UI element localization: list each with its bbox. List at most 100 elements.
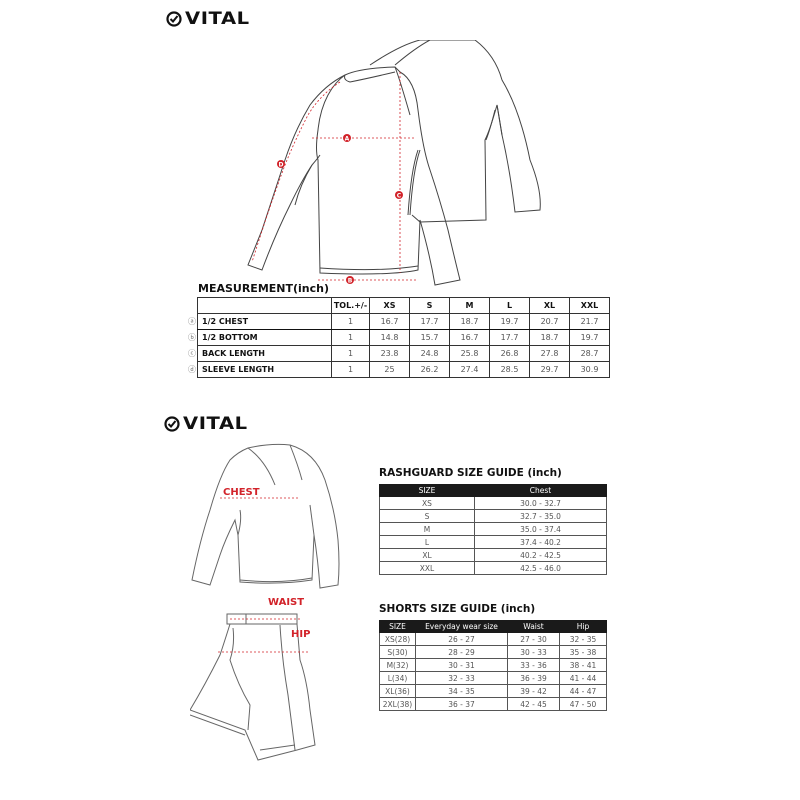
cell: 44 - 47 <box>559 684 607 698</box>
brand-logo-top: VITAL <box>166 9 249 29</box>
cell: 32 - 35 <box>559 632 607 646</box>
cell: XS <box>379 496 475 510</box>
column-header: XXL <box>569 297 610 314</box>
cell: 25.8 <box>449 345 490 362</box>
cell: S(30) <box>379 645 416 659</box>
rashguard-measurement-diagram: A B C D <box>247 40 541 286</box>
cell: 17.7 <box>489 329 530 346</box>
cell: 42 - 45 <box>507 697 560 711</box>
brand-logo-bottom: VITAL <box>164 414 247 434</box>
marker-d: D <box>277 160 285 169</box>
cell: 30.9 <box>569 361 610 378</box>
cell: 34 - 35 <box>415 684 508 698</box>
column-header: S <box>409 297 450 314</box>
cell: 23.8 <box>369 345 410 362</box>
column-header: SIZE <box>379 620 416 633</box>
cell: 14.8 <box>369 329 410 346</box>
cell: 29.7 <box>529 361 570 378</box>
cell: 28.5 <box>489 361 530 378</box>
measurement-table: TOL.+/- XS S M L XL XXL 1/2 CHEST 1 16.7… <box>197 297 610 378</box>
column-header: Hip <box>559 620 607 633</box>
cell: 20.7 <box>529 313 570 330</box>
cell: 2XL(38) <box>379 697 416 711</box>
cell: 28.7 <box>569 345 610 362</box>
cell: 18.7 <box>449 313 490 330</box>
cell: 37.4 - 40.2 <box>474 535 607 549</box>
cell: S <box>379 509 475 523</box>
measurement-title: MEASUREMENT(inch) <box>198 282 329 295</box>
cell: 38 - 41 <box>559 658 607 672</box>
cell: 17.7 <box>409 313 450 330</box>
table-row: 1/2 CHEST 1 16.7 17.7 18.7 19.7 20.7 21.… <box>197 313 610 330</box>
table-header-row: SIZE Everyday wear size Waist Hip <box>379 620 607 633</box>
cell: 30.0 - 32.7 <box>474 496 607 510</box>
cell: 24.8 <box>409 345 450 362</box>
cell: 28 - 29 <box>415 645 508 659</box>
marker-b: B <box>346 276 354 285</box>
cell: 27.8 <box>529 345 570 362</box>
row-markers: ⓐ ⓑ ⓒ ⓓ <box>188 314 196 378</box>
cell: XL <box>379 548 475 562</box>
row-label: 1/2 BOTTOM <box>197 329 332 346</box>
column-header: XL <box>529 297 570 314</box>
shorts-size-table: SIZE Everyday wear size Waist Hip XS(28)… <box>379 620 607 711</box>
column-header: TOL.+/- <box>331 297 370 314</box>
cell: 30 - 33 <box>507 645 560 659</box>
hip-label: HIP <box>291 629 311 640</box>
column-header <box>197 297 332 314</box>
cell: M <box>379 522 475 536</box>
table-header-row: TOL.+/- XS S M L XL XXL <box>197 297 610 314</box>
table-row: BACK LENGTH 1 23.8 24.8 25.8 26.8 27.8 2… <box>197 345 610 362</box>
svg-text:B: B <box>348 278 353 285</box>
cell: XS(28) <box>379 632 416 646</box>
row-label: SLEEVE LENGTH <box>197 361 332 378</box>
brand-name: VITAL <box>185 9 250 29</box>
cell: 19.7 <box>489 313 530 330</box>
cell: M(32) <box>379 658 416 672</box>
cell: 33 - 36 <box>507 658 560 672</box>
cell: 18.7 <box>529 329 570 346</box>
svg-text:A: A <box>345 136 350 143</box>
table-header-row: SIZE Chest <box>379 484 607 497</box>
cell: 36 - 39 <box>507 671 560 685</box>
cell: L(34) <box>379 671 416 685</box>
cell: 1 <box>331 361 370 378</box>
cell: 32 - 33 <box>415 671 508 685</box>
cell: 42.5 - 46.0 <box>474 561 607 575</box>
vital-logo-icon <box>166 11 182 27</box>
row-label: BACK LENGTH <box>197 345 332 362</box>
column-header: L <box>489 297 530 314</box>
cell: 36 - 37 <box>415 697 508 711</box>
cell: 16.7 <box>369 313 410 330</box>
cell: 41 - 44 <box>559 671 607 685</box>
cell: 27 - 30 <box>507 632 560 646</box>
cell: 40.2 - 42.5 <box>474 548 607 562</box>
marker-a: A <box>343 134 351 143</box>
row-label: 1/2 CHEST <box>197 313 332 330</box>
cell: 1 <box>331 313 370 330</box>
cell: 35.0 - 37.4 <box>474 522 607 536</box>
row-marker: ⓒ <box>188 349 196 358</box>
chest-label: CHEST <box>223 487 260 498</box>
row-marker: ⓓ <box>188 365 196 374</box>
shorts-diagram <box>190 613 316 761</box>
svg-text:D: D <box>279 162 284 169</box>
cell: 25 <box>369 361 410 378</box>
cell: XXL <box>379 561 475 575</box>
cell: 21.7 <box>569 313 610 330</box>
cell: 30 - 31 <box>415 658 508 672</box>
cell: 39 - 42 <box>507 684 560 698</box>
vital-logo-icon <box>164 416 180 432</box>
cell: XL(36) <box>379 684 416 698</box>
